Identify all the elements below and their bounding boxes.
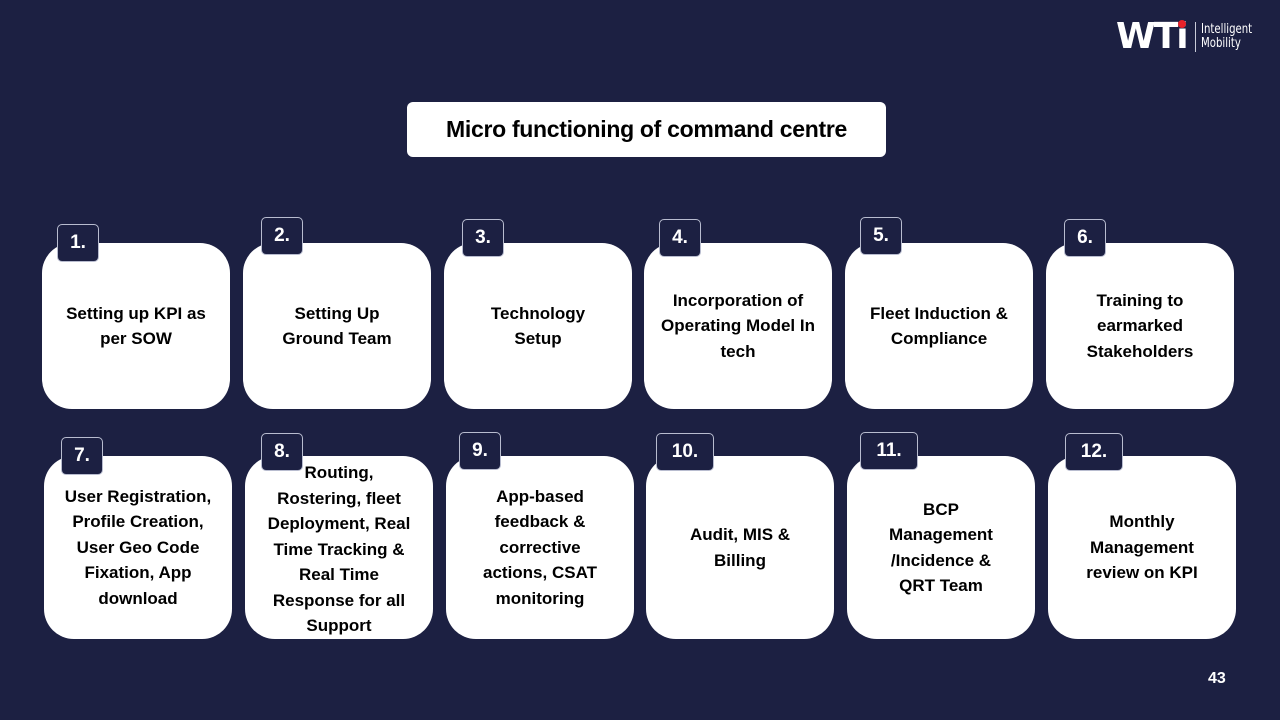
step-card-3: Technology Setup [444, 243, 632, 409]
logo-tagline: Intelligent Mobility [1201, 23, 1252, 51]
logo-red-dot-icon [1177, 20, 1186, 28]
step-card-5: Fleet Induction & Compliance [845, 243, 1033, 409]
step-badge-2: 2. [261, 217, 303, 255]
step-label: User Registration, Profile Creation, Use… [64, 486, 212, 608]
step-label: Setting up KPI as per SOW [66, 303, 206, 349]
step-label: App-based feedback & corrective actions,… [483, 486, 597, 608]
slide-title: Micro functioning of command centre [446, 116, 847, 142]
step-badge-3: 3. [462, 219, 504, 257]
step-badge-7: 7. [61, 437, 103, 475]
step-card-1: Setting up KPI as per SOW [42, 243, 230, 409]
step-card-7: User Registration, Profile Creation, Use… [44, 456, 232, 639]
step-label: Setting Up Ground Team [282, 303, 392, 349]
logo-tagline-line2: Mobility [1200, 36, 1241, 51]
step-label: Incorporation of Operating Model In tech [661, 290, 815, 361]
step-label: Training to earmarked Stakeholders [1086, 290, 1194, 361]
slide-title-box: Micro functioning of command centre [407, 102, 886, 157]
logo-divider [1194, 22, 1196, 52]
step-card-6: Training to earmarked Stakeholders [1046, 243, 1234, 409]
step-badge-11: 11. [860, 432, 918, 470]
page-number: 43 [1208, 670, 1226, 687]
step-label: Monthly Management review on KPI [1086, 512, 1198, 583]
step-label: Audit, MIS & Billing [689, 525, 791, 570]
step-card-10: Audit, MIS & Billing [646, 456, 834, 639]
step-label: Fleet Induction & Compliance [870, 303, 1008, 349]
step-label: Routing, Rostering, fleet Deployment, Re… [267, 463, 411, 636]
step-card-8: Routing, Rostering, fleet Deployment, Re… [245, 456, 433, 639]
step-badge-9: 9. [459, 432, 501, 470]
step-badge-5: 5. [860, 217, 902, 255]
step-badge-1: 1. [57, 224, 99, 262]
step-label: Technology Setup [490, 303, 586, 349]
step-badge-4: 4. [659, 219, 701, 257]
step-badge-10: 10. [656, 433, 714, 471]
step-badge-8: 8. [261, 433, 303, 471]
logo-tagline-line1: Intelligent [1200, 22, 1252, 37]
step-card-9: App-based feedback & corrective actions,… [446, 456, 634, 639]
step-label: BCP Management /Incidence & QRT Team [889, 499, 993, 596]
wti-logo: WTi Intelligent Mobility [1116, 17, 1266, 57]
logo-brand-text: WTi [1116, 16, 1189, 57]
step-card-4: Incorporation of Operating Model In tech [644, 243, 832, 409]
logo-brand: WTi [1116, 16, 1189, 57]
step-badge-6: 6. [1064, 219, 1106, 257]
step-card-11: BCP Management /Incidence & QRT Team [847, 456, 1035, 639]
step-card-2: Setting Up Ground Team [243, 243, 431, 409]
step-badge-12: 12. [1065, 433, 1123, 471]
step-card-12: Monthly Management review on KPI [1048, 456, 1236, 639]
